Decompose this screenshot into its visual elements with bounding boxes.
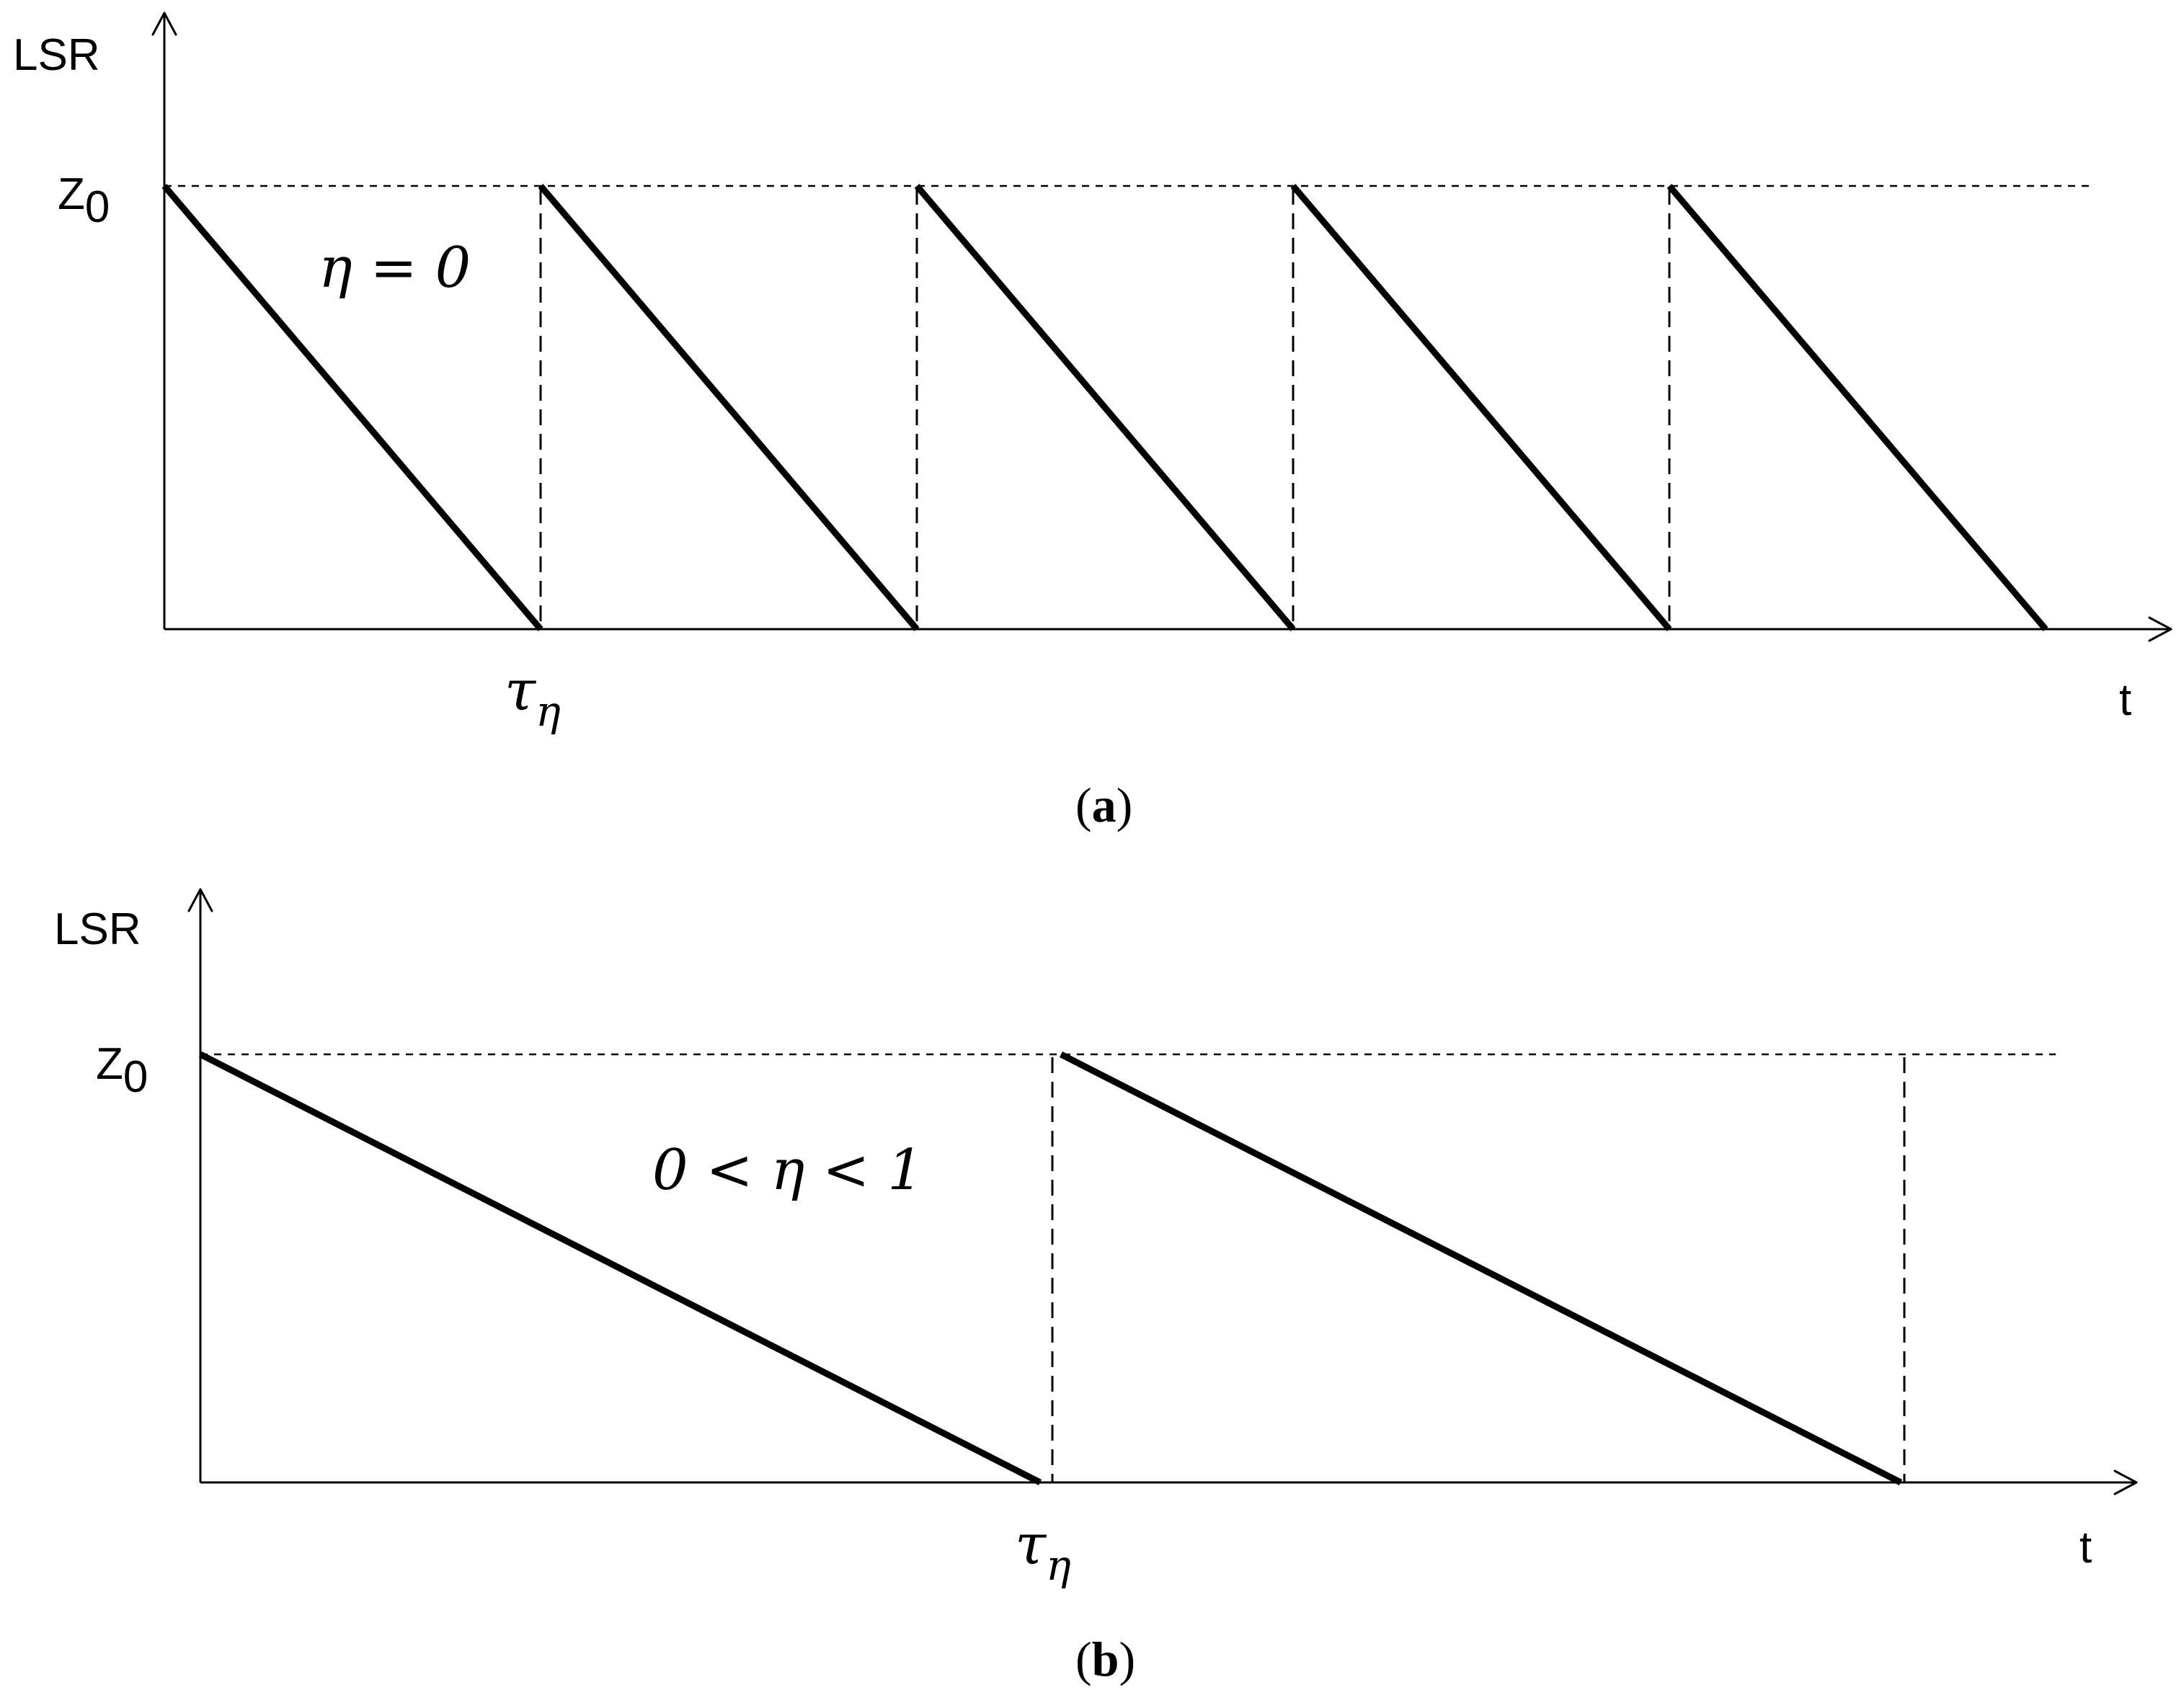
panel-a-y-axis-arrow [151, 12, 177, 36]
panel-a-caption-letter: a [1092, 778, 1117, 832]
panel-b-z0-base: Z [96, 1039, 123, 1089]
panel-a-caption-open: ( [1075, 778, 1092, 832]
panel-a-z0-base: Z [58, 169, 85, 219]
panel-a-z0-label: Z0 [58, 169, 110, 232]
panel-b-tau-label: τη [1015, 1513, 1071, 1590]
panel-a-z0-sub: 0 [85, 182, 110, 232]
panel-a-decay-ramp [1290, 184, 1672, 631]
panel-b-caption-letter: b [1092, 1632, 1119, 1686]
panel-a-decay-ramp [1666, 184, 2048, 631]
panel-a-y-axis-label: LSR [13, 30, 100, 80]
panel-b: LSR t Z0 τη 0 < η < 1 (b) [54, 888, 2138, 1686]
panel-b-y-axis-label: LSR [54, 904, 141, 954]
panel-a-tau-label: τη [505, 659, 561, 736]
panel-b-x-axis-arrow [2113, 1469, 2138, 1495]
panel-b-caption: (b) [1075, 1632, 1135, 1686]
panel-a-decay-ramp [538, 184, 920, 631]
panel-b-z0-sub: 0 [123, 1052, 148, 1102]
panel-a-x-axis-label: t [2119, 675, 2131, 725]
panel-b-decay-ramp [198, 1051, 1042, 1486]
panel-a-decay-ramp [161, 184, 543, 631]
panel-a-tau-sub: η [536, 687, 561, 736]
panel-b-tau-sub: η [1046, 1541, 1071, 1590]
panel-b-y-axis-arrow [187, 888, 213, 912]
panel-b-decay-ramp [1059, 1051, 1903, 1486]
panel-a: LSR t Z0 τη η = 0 (a) [13, 12, 2172, 832]
panel-b-condition: 0 < η < 1 [652, 1138, 923, 1203]
panel-a-tau-base: τ [505, 659, 537, 724]
panel-a-condition: η = 0 [319, 236, 471, 301]
panel-b-caption-close: ) [1119, 1632, 1135, 1686]
panel-a-caption-close: ) [1117, 778, 1133, 832]
panel-b-caption-open: ( [1075, 1632, 1092, 1686]
panel-b-x-axis-label: t [2079, 1523, 2092, 1573]
panel-a-x-axis-arrow [2148, 616, 2172, 642]
panel-b-tau-base: τ [1015, 1513, 1047, 1578]
panel-a-caption: (a) [1075, 778, 1132, 832]
panel-a-decay-ramp [914, 184, 1296, 631]
panel-b-z0-label: Z0 [96, 1039, 148, 1102]
